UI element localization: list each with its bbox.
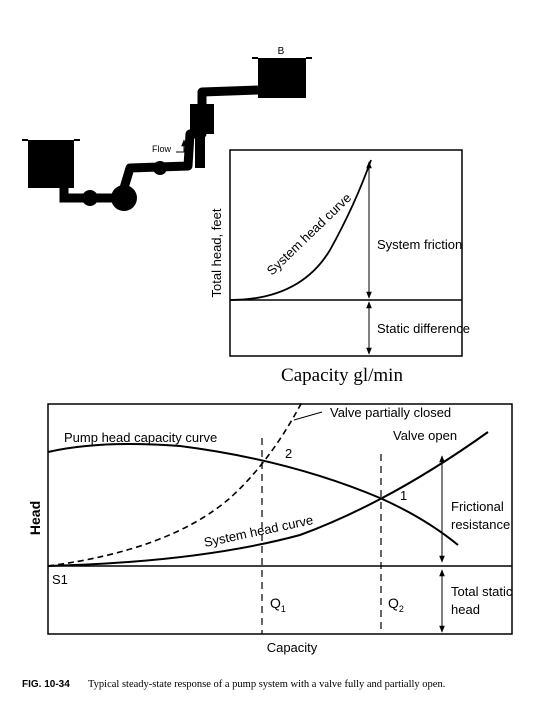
point-2-label: 2 [285,446,292,461]
pump-head-capacity-curve [47,443,459,546]
top-chart-ylabel: Total head, feet [209,208,224,297]
pump-body [111,185,137,211]
valve-closed-label: Valve partially closed [330,405,451,420]
static-head-label-2: head [451,602,480,617]
flow-arrow [176,139,187,153]
top-chart-frame [229,149,463,357]
bottom-chart-xlabel: Capacity [267,640,318,655]
friction-label: System friction [377,237,462,252]
q2-label: Q2 [388,595,404,614]
tank-b [258,58,306,98]
top-system-head-curve [229,159,372,301]
caption-fig-label: FIG. 10-34 [22,679,70,690]
s1-label: S1 [52,572,68,587]
caption-text: Typical steady-state response of a pump … [88,679,445,690]
system-head-curve [47,431,489,567]
top-chart-xlabel: Capacity gl/min [281,365,403,386]
top-curve-label: System head curve [264,190,354,278]
static-head-label-1: Total static [451,584,513,599]
discharge-riser [195,134,205,168]
fitting-2 [153,161,167,175]
suction-pipe [59,180,118,203]
frictional-label-1: Frictional [451,499,504,514]
valve-closed-leader [293,411,323,421]
figure-caption: FIG. 10-34 Typical steady-state response… [22,679,445,690]
tank-b-label: B [278,46,285,57]
fitting-1 [82,190,98,206]
bottom-chart: Head Pump head capacity curve Valve part… [27,401,513,655]
valve-box [190,104,214,134]
valve-open-label: Valve open [393,428,457,443]
pump-system-sketch: B Flow [22,46,312,211]
point-1-label: 1 [400,488,407,503]
flow-label: Flow [152,144,172,154]
top-chart: Total head, feet System head curve Syste… [209,149,470,386]
bottom-chart-frame [47,403,513,635]
pump-curve-label: Pump head capacity curve [64,430,217,445]
bottom-chart-ylabel: Head [27,501,43,535]
frictional-label-2: resistance [451,517,510,532]
static-label: Static difference [377,321,470,336]
q1-label: Q1 [270,595,286,614]
valve-closed-curve [47,401,303,567]
